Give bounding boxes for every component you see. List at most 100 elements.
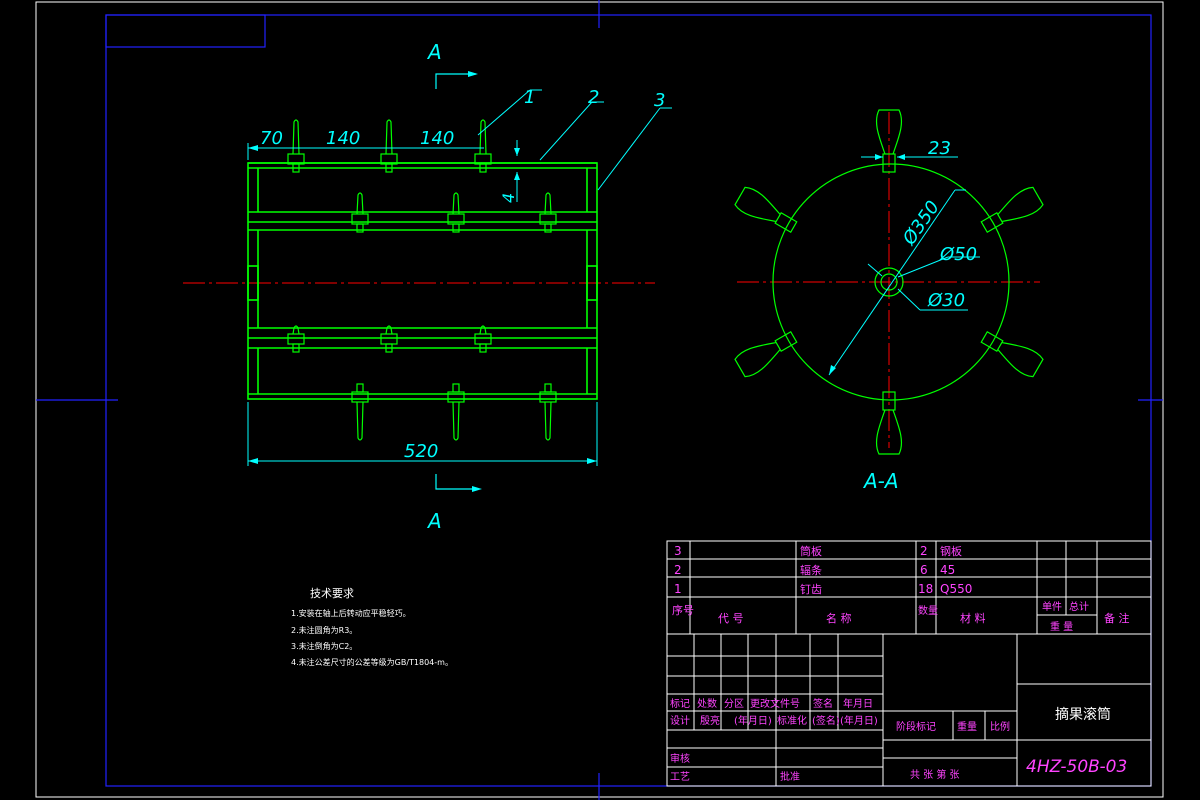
title-block-lines (666, 633, 1152, 787)
svg-text:殷亮: 殷亮 (700, 714, 720, 727)
svg-text:2: 2 (674, 563, 682, 577)
dim-d350: Ø350 (898, 197, 944, 250)
svg-text:(年月日): (年月日) (840, 714, 878, 727)
outer-border (35, 1, 1164, 798)
svg-text:18: 18 (918, 582, 933, 596)
section-view: 23 Ø350 Ø50 Ø30 A-A (734, 109, 1044, 493)
drawing-number: 4HZ-50B-03 (1026, 757, 1127, 777)
svg-text:代 号: 代 号 (718, 612, 744, 625)
callout-3: 3 (654, 90, 665, 111)
tooth (380, 119, 398, 173)
svg-text:钢板: 钢板 (940, 544, 962, 558)
blade (734, 330, 798, 378)
drum-circle (772, 163, 1010, 401)
hub-circle (874, 267, 904, 297)
view-label: A-A (862, 469, 899, 493)
tooth (539, 383, 557, 441)
svg-text:(签名): (签名) (812, 714, 840, 727)
svg-text:1: 1 (674, 582, 682, 596)
teeth-group (287, 119, 557, 441)
svg-text:(年月日): (年月日) (734, 714, 772, 727)
tooth (474, 325, 492, 353)
svg-text:单件: 单件 (1042, 601, 1062, 613)
tech-item-2: 2.未注圆角为R3。 (291, 625, 357, 635)
tech-item-1: 1.安装在轴上后转动应平稳轻巧。 (291, 608, 411, 618)
svg-text:标记: 标记 (670, 698, 690, 710)
callout-1: 1 (524, 87, 535, 108)
svg-text:名 称: 名 称 (826, 611, 852, 625)
tech-requirements: 技术要求 1.安装在轴上后转动应平稳轻巧。 2.未注圆角为R3。 3.未注倒角为… (291, 587, 453, 667)
svg-text:钉齿: 钉齿 (800, 583, 822, 596)
callout-2: 2 (588, 87, 599, 108)
drum-body (247, 162, 598, 400)
svg-text:共 张 第 张: 共 张 第 张 (910, 768, 960, 781)
centering-marks (36, 0, 1163, 800)
tech-item-4: 4.未注公差尺寸的公差等级为GB/T1804-m。 (291, 657, 453, 667)
blade (875, 391, 903, 455)
svg-text:批准: 批准 (780, 770, 800, 783)
front-dim-arrows (248, 145, 597, 464)
tooth (380, 325, 398, 353)
dim-520: 520 (404, 441, 438, 462)
dim-70: 70 (260, 128, 283, 149)
tooth (351, 383, 369, 441)
part-name: 摘果滚筒 (1055, 706, 1111, 723)
blade (980, 330, 1044, 378)
section-label-top: A (426, 40, 442, 64)
blade (875, 109, 903, 173)
svg-text:材 料: 材 料 (960, 611, 986, 625)
blade (734, 186, 798, 234)
section-label-bottom: A (426, 509, 442, 533)
svg-text:阶段标记: 阶段标记 (896, 720, 936, 733)
dim-d30: Ø30 (927, 290, 965, 311)
bom-header: 序号 代 号 名 称 数量 材 料 单件 总计 重 量 备 注 (672, 600, 1130, 633)
tooth (447, 192, 465, 233)
bom-table (666, 540, 1152, 635)
svg-text:45: 45 (940, 563, 955, 577)
bom-rows: 3 筒板 2 钢板 2 辐条 6 45 1 钉齿 18 Q550 (674, 544, 972, 596)
dim-d50: Ø50 (939, 244, 977, 265)
svg-text:6: 6 (920, 563, 928, 577)
svg-text:数量: 数量 (918, 604, 938, 617)
svg-text:备 注: 备 注 (1104, 611, 1130, 625)
tooth (351, 192, 369, 233)
svg-text:辐条: 辐条 (800, 563, 822, 577)
tech-item-3: 3.未注倒角为C2。 (291, 641, 357, 651)
svg-text:序号: 序号 (672, 603, 694, 617)
section-dimensions (828, 156, 980, 376)
tooth (287, 119, 305, 173)
tooth (474, 119, 492, 173)
tooth (539, 192, 557, 233)
tooth (287, 325, 305, 353)
svg-text:审核: 审核 (670, 752, 690, 765)
shaft-circle (880, 273, 898, 291)
dim-4: 4 (499, 193, 518, 203)
svg-text:3: 3 (674, 544, 682, 558)
svg-text:处数: 处数 (697, 697, 717, 710)
front-view: A A 1 2 3 70 140 140 4 520 (183, 40, 672, 533)
svg-text:Q550: Q550 (940, 582, 972, 596)
svg-text:标准化: 标准化 (777, 714, 807, 727)
svg-text:2: 2 (920, 544, 928, 558)
svg-text:更改文件号: 更改文件号 (750, 697, 800, 710)
dim-140-a: 140 (326, 128, 360, 149)
svg-text:重量: 重量 (957, 720, 977, 733)
svg-text:签名: 签名 (813, 697, 833, 710)
blades-group (734, 109, 1044, 455)
dim-140-b: 140 (420, 128, 454, 149)
front-dimensions (247, 89, 672, 466)
section-arrows (435, 73, 476, 490)
svg-text:设计: 设计 (670, 714, 690, 727)
svg-text:筒板: 筒板 (800, 544, 822, 558)
svg-text:分区: 分区 (724, 698, 744, 710)
corner-box (105, 14, 266, 48)
tech-title: 技术要求 (310, 587, 354, 600)
title-block-labels: 标记 处数 分区 更改文件号 签名 年月日 设计 殷亮 (年月日) 标准化 (签… (670, 697, 1127, 783)
svg-text:年月日: 年月日 (843, 697, 873, 710)
svg-text:工艺: 工艺 (670, 771, 690, 783)
tooth (447, 383, 465, 441)
svg-text:比例: 比例 (990, 720, 1010, 733)
svg-text:总计: 总计 (1069, 600, 1089, 613)
blade (980, 186, 1044, 234)
